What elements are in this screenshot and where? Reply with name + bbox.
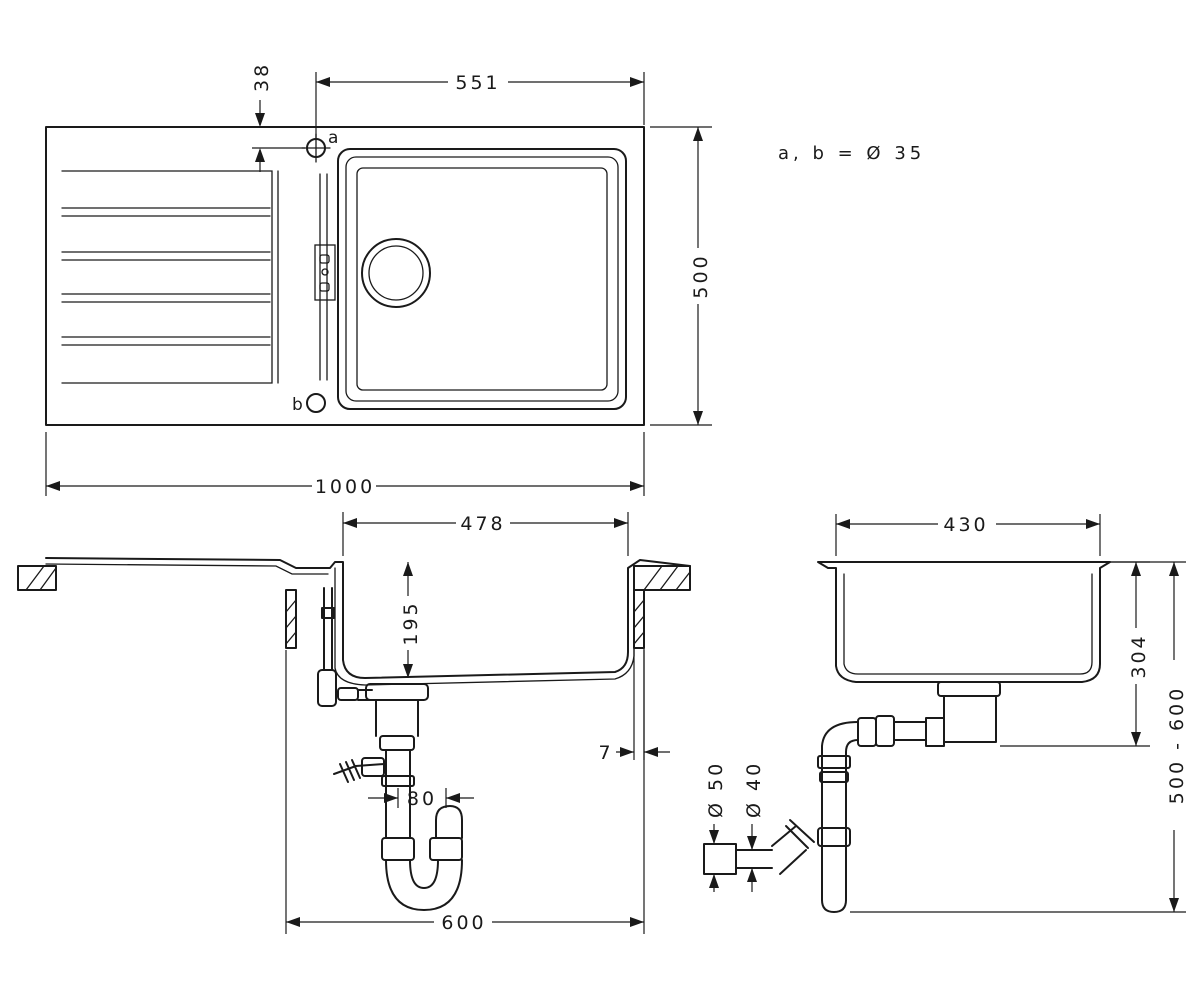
bowl-inner [345,156,619,402]
dim-500-600: 500 - 600 [1166,686,1188,804]
top-view: a b 551 38 500 1000 [45,62,712,498]
sink-profile-side [817,561,1111,683]
tap-hole-b [306,393,326,413]
drainer-grooves [61,170,273,384]
drainer-divider [277,170,328,384]
bowl-floor [356,167,608,391]
dim-1000: 1000 [315,476,375,498]
bowl-outer [337,148,627,410]
sink-outline [45,126,645,426]
overflow-outlet [314,244,336,301]
hole-label-a: a [328,128,338,148]
waste-trap-front [317,587,463,911]
dim-600: 600 [441,912,486,934]
waste-trap-side [703,681,1001,913]
cabinet-wall-right [633,589,645,649]
countertop-left [17,565,57,591]
dim-dia-50: Ø 50 [705,761,727,818]
side-view: 430 304 500 - 600 Ø 50 Ø 40 [703,514,1188,913]
dim-80: 80 [407,788,437,810]
hole-diameter-note: a, b = Ø 35 [778,143,925,164]
dim-7: 7 [598,742,613,764]
hole-label-b: b [292,395,303,415]
sink-profile [45,557,691,679]
dim-430: 430 [943,514,988,536]
dim-304: 304 [1128,633,1150,678]
dim-500: 500 [690,253,712,298]
dim-dia-40: Ø 40 [743,761,765,818]
drain [361,238,431,308]
countertop-right [633,565,691,591]
dim-195: 195 [400,600,422,645]
dim-38: 38 [251,62,273,92]
dim-551: 551 [455,72,500,94]
cabinet-wall-left [285,589,297,649]
dim-478: 478 [460,513,505,535]
front-view: 478 195 80 7 600 [17,512,691,934]
